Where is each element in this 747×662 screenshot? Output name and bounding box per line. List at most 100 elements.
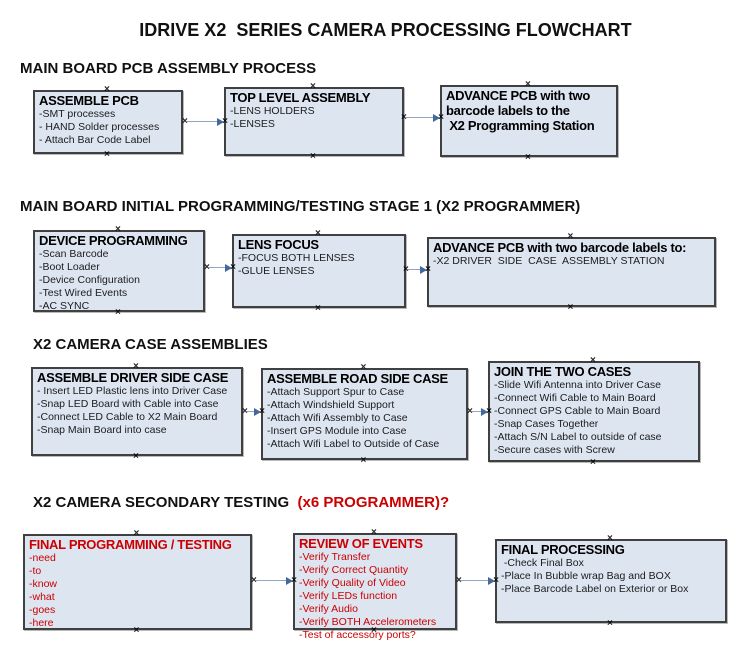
box-item: -to (29, 565, 42, 577)
box-item: -Attach Support Spur to Case (267, 386, 405, 398)
flow-box: LENS FOCUS-FOCUS BOTH LENSES-GLUE LENSES… (232, 229, 406, 314)
box-item: -GLUE LENSES (238, 265, 315, 277)
arrow-head-icon (481, 408, 488, 416)
connector-handle-icon: × (182, 116, 188, 127)
box-item: -Test of accessory ports? (299, 629, 416, 641)
box-item: -X2 DRIVER SIDE CASE ASSEMBLY STATION (433, 255, 665, 267)
flow-arrow: ×× (456, 575, 499, 587)
connector-handle-icon: × (242, 406, 248, 417)
flow-box: FINAL PROGRAMMING / TESTING-need-to-know… (23, 529, 252, 636)
connector-handle-icon: × (104, 149, 110, 160)
box-item: -LENSES (230, 118, 275, 130)
box-item: -goes (29, 604, 56, 616)
connector-handle-icon: × (607, 618, 613, 629)
arrow-line (461, 580, 489, 581)
box-item: -Insert GPS Module into Case (267, 425, 407, 437)
connector-handle-icon: × (456, 575, 462, 586)
connector-handle-icon: × (251, 575, 257, 586)
arrow-line (472, 411, 482, 412)
section-header-text: MAIN BOARD PCB ASSEMBLY PROCESS (20, 60, 317, 77)
section-header-text: X2 CAMERA SECONDARY TESTING (33, 494, 294, 511)
connector-handle-icon: × (360, 455, 367, 466)
connector-handle-icon: × (401, 112, 407, 123)
box-item: -Verify Correct Quantity (299, 564, 409, 576)
box-item: -Attach S/N Label to outside of case (494, 431, 662, 443)
section-header: X2 CAMERA CASE ASSEMBLIES (33, 336, 268, 353)
box-item: -Verify LEDs function (299, 590, 398, 602)
flow-arrow: ×× (242, 406, 265, 418)
box-item: -Snap LED Board with Cable into Case (37, 398, 219, 410)
box-title: ASSEMBLE PCB (39, 93, 139, 108)
connector-handle-icon: × (403, 264, 409, 275)
connector-handle-icon: × (230, 262, 236, 273)
arrow-line (209, 267, 226, 268)
flow-arrow: ×× (204, 262, 236, 274)
arrow-line (408, 269, 421, 270)
arrow-line (406, 117, 434, 118)
flow-box: ADVANCE PCB with two barcode labels to t… (440, 80, 618, 163)
flow-arrow: ×× (251, 575, 297, 587)
connector-handle-icon: × (590, 457, 596, 468)
flow-box: ADVANCE PCB with two barcode labels to:-… (427, 232, 716, 313)
arrow-head-icon (225, 264, 232, 272)
flow-box: REVIEW OF EVENTS-Verify Transfer-Verify … (293, 528, 457, 641)
section-header-text: MAIN BOARD INITIAL PROGRAMMING/TESTING S… (20, 198, 581, 215)
flow-box: FINAL PROCESSING -Check Final Box-Place … (495, 534, 727, 629)
connector-handle-icon: × (259, 406, 265, 417)
arrow-head-icon (254, 408, 261, 416)
box-title: FINAL PROCESSING (501, 542, 625, 557)
connector-handle-icon: × (567, 302, 574, 313)
connector-handle-icon: × (222, 116, 228, 127)
box-item: -LENS HOLDERS (230, 105, 315, 117)
connector-handle-icon: × (133, 451, 139, 462)
box-item: -Boot Loader (39, 261, 100, 273)
box-item: -Verify Quality of Video (299, 577, 406, 589)
box-item: - Insert LED Plastic lens into Driver Ca… (37, 385, 228, 397)
box-item: -need (29, 552, 56, 564)
box-title: ADVANCE PCB with two barcode labels to t… (446, 88, 595, 133)
box-item: -Place Barcode Label on Exterior or Box (501, 583, 689, 595)
section-header-text: X2 CAMERA CASE ASSEMBLIES (33, 336, 268, 353)
flow-arrow: ×× (403, 264, 431, 276)
arrow-head-icon (488, 577, 495, 585)
box-item: -Place In Bubble wrap Bag and BOX (501, 570, 671, 582)
box-item: -here (29, 617, 54, 629)
arrow-head-icon (433, 114, 440, 122)
box-item: -Attach Wifi Assembly to Case (267, 412, 408, 424)
box-item: - HAND Solder processes (39, 121, 160, 133)
box-title: ASSEMBLE ROAD SIDE CASE (267, 371, 448, 386)
arrow-head-icon (217, 118, 224, 126)
box-title: TOP LEVEL ASSEMBLY (230, 90, 371, 105)
section-header: X2 CAMERA SECONDARY TESTING (x6 PROGRAMM… (33, 494, 449, 511)
box-item: -Connect Wifi Cable to Main Board (494, 392, 656, 404)
flow-arrow: ×× (467, 406, 492, 418)
box-item: -SMT processes (39, 108, 116, 120)
box-item: -Slide Wifi Antenna into Driver Case (494, 379, 661, 391)
flow-box: ASSEMBLE ROAD SIDE CASE-Attach Support S… (261, 363, 468, 466)
flow-box: ASSEMBLE PCB-SMT processes- HAND Solder … (33, 85, 183, 160)
box-item: -AC SYNC (39, 300, 90, 312)
box-item: -Scan Barcode (39, 248, 109, 260)
connector-handle-icon: × (438, 112, 444, 123)
flow-box: DEVICE PROGRAMMING-Scan Barcode-Boot Loa… (33, 225, 205, 318)
box-item: -FOCUS BOTH LENSES (238, 252, 355, 264)
box-item: -Snap Main Board into case (37, 424, 167, 436)
connector-handle-icon: × (291, 575, 297, 586)
box-item: -Connect LED Cable to X2 Main Board (37, 411, 218, 423)
connector-handle-icon: × (486, 406, 492, 417)
arrow-line (247, 411, 255, 412)
flow-arrow: ×× (401, 112, 444, 124)
section-header: MAIN BOARD PCB ASSEMBLY PROCESS (20, 60, 316, 77)
connector-handle-icon: × (315, 303, 321, 314)
box-title: FINAL PROGRAMMING / TESTING (29, 537, 232, 552)
arrow-line (256, 580, 287, 581)
arrow-head-icon (286, 577, 293, 585)
box-item: -Check Final Box (501, 557, 584, 569)
box-item: -Verify Transfer (299, 551, 371, 563)
box-item: -Verify Audio (299, 603, 358, 615)
box-item: -Test Wired Events (39, 287, 128, 299)
flow-box: ASSEMBLE DRIVER SIDE CASE- Insert LED Pl… (31, 362, 243, 462)
flow-box: JOIN THE TWO CASES-Slide Wifi Antenna in… (488, 356, 700, 468)
box-item: -Secure cases with Screw (494, 444, 615, 456)
